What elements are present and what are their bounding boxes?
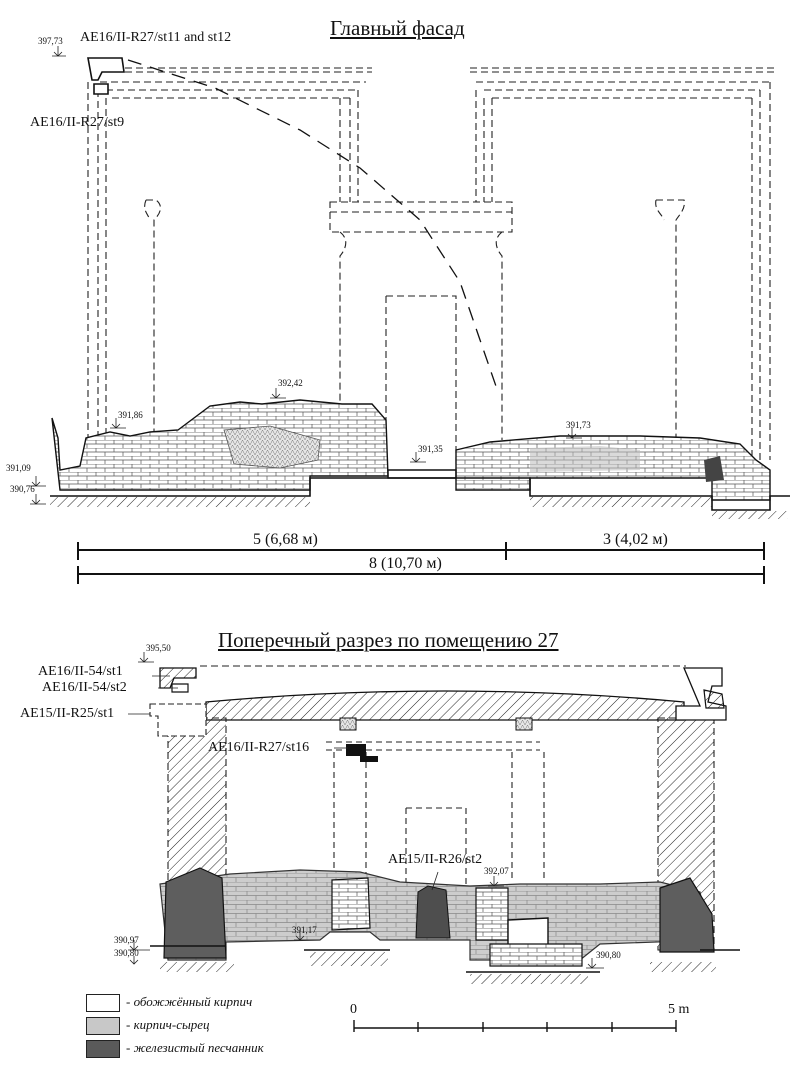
scale-end: 5 m [668,1002,690,1017]
elevation-391-09: 391,09 [6,463,31,473]
elevation-391-86: 391,86 [118,410,143,420]
facade-title: Главный фасад [330,16,465,40]
elevation-390-80-left: 390,80 [114,948,139,958]
legend-swatch [86,994,120,1012]
legend-text: - обожжённый кирпич [126,994,253,1009]
elevation-397-73: 397,73 [38,36,63,46]
elevation-392-07: 392,07 [484,866,509,876]
facade-masonry [51,399,771,501]
section-title: Поперечный разрез по помещению 27 [218,628,559,652]
section-drawing [149,665,740,984]
section-elevation-markers [128,652,604,969]
legend-text: - кирпич-сырец [126,1017,210,1032]
scale-start: 0 [350,1002,357,1017]
label-r27-st16: AE16/II-R27/st16 [208,740,310,755]
label-r26-st2: AE15/II-R26/st2 [388,852,483,867]
label-ii54-st1: AE16/II-54/st1 [38,664,123,679]
label-ii54-st2: AE16/II-54/st2 [42,680,127,695]
dimension-left: 5 (6,68 м) [250,531,321,549]
elevation-390-76: 390,76 [10,484,35,494]
elevation-391-73: 391,73 [566,420,591,430]
legend-text: - железистый песчанник [126,1040,264,1055]
stone-block-st11 [87,57,125,81]
stone-block-st9 [93,83,109,95]
dimension-right: 3 (4,02 м) [600,531,671,549]
dimension-total: 8 (10,70 м) [366,555,445,573]
scale-bar-graphic [353,1020,677,1032]
label-st9: AE16/II-R27/st9 [30,115,125,130]
facade-diagonal [127,59,499,393]
label-r25-st1: AE15/II-R25/st1 [20,706,115,721]
facade-drawing [87,67,778,488]
elevation-395-50: 395,50 [146,643,171,653]
facade-elevation-markers [30,46,582,505]
leader-lines [128,675,439,891]
legend-swatch [86,1017,120,1035]
elevation-390-80-right: 390,80 [596,950,621,960]
legend-swatch [86,1040,120,1058]
elevation-392-42: 392,42 [278,378,303,388]
facade-dimension-lines [77,542,765,584]
elevation-391-17: 391,17 [292,925,317,935]
label-st11-st12: AE16/II-R27/st11 and st12 [80,30,232,45]
facade-ground [50,477,790,511]
elevation-391-35: 391,35 [418,444,443,454]
elevation-390-97: 390,97 [114,935,139,945]
